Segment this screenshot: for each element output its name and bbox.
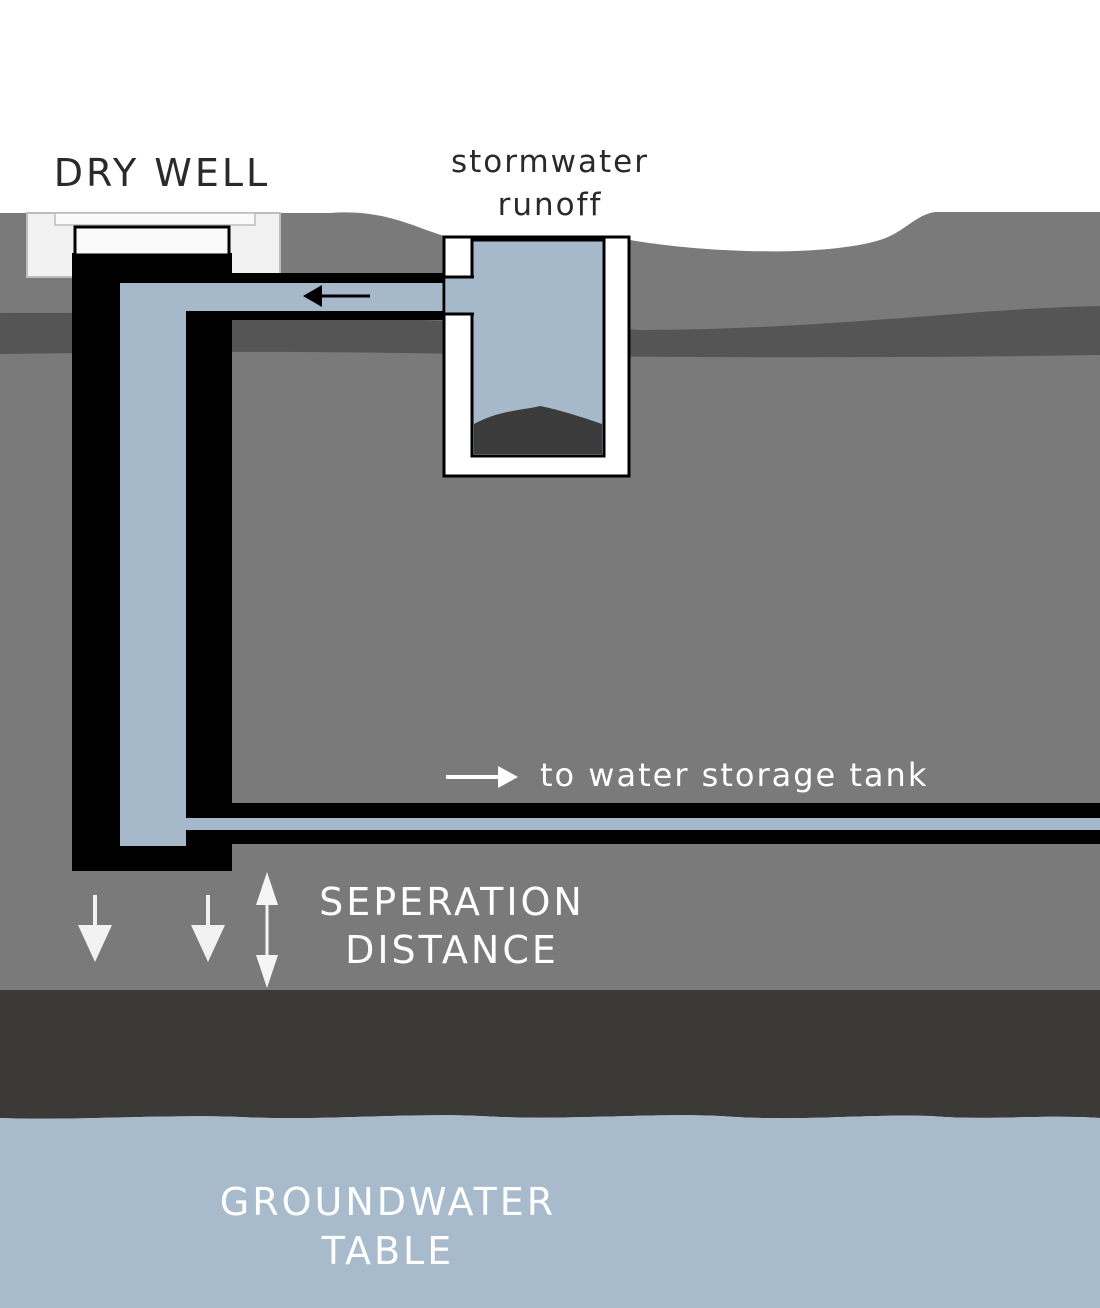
separation-label-line2: DISTANCE xyxy=(345,928,559,972)
inlet-flow-arrow-icon xyxy=(303,285,370,307)
dry-well-lid xyxy=(73,225,231,257)
outlet-pipe-water xyxy=(186,818,1100,830)
infiltration-arrow-right-icon xyxy=(191,895,225,962)
separation-label-line1: SEPERATION xyxy=(319,880,585,924)
stormwater-label-line1: stormwater xyxy=(451,144,649,180)
catch-basin-outlet xyxy=(446,277,476,314)
infiltration-arrow-left-icon xyxy=(78,895,112,962)
to-storage-arrow-icon xyxy=(446,766,518,788)
groundwater-area xyxy=(0,1115,1100,1308)
catch-basin-sediment xyxy=(474,406,602,454)
soil-upper xyxy=(0,212,1100,995)
dry-well-lid-top xyxy=(54,212,256,226)
groundwater-label-line1: GROUNDWATER xyxy=(220,1180,556,1224)
dry-well-water xyxy=(120,283,186,846)
inlet-pipe-water xyxy=(120,283,480,311)
dry-well-label: DRY WELL xyxy=(54,151,270,195)
inflow-drip-2 xyxy=(545,246,571,270)
separation-double-arrow-icon xyxy=(256,872,278,988)
groundwater-label-line2: TABLE xyxy=(321,1229,455,1273)
inflow-drip-1 xyxy=(496,246,522,270)
aquitard-layer xyxy=(0,990,1100,1119)
to-storage-label: to water storage tank xyxy=(540,756,928,794)
stormwater-label-line2: runoff xyxy=(498,187,603,223)
sky xyxy=(0,0,1100,240)
